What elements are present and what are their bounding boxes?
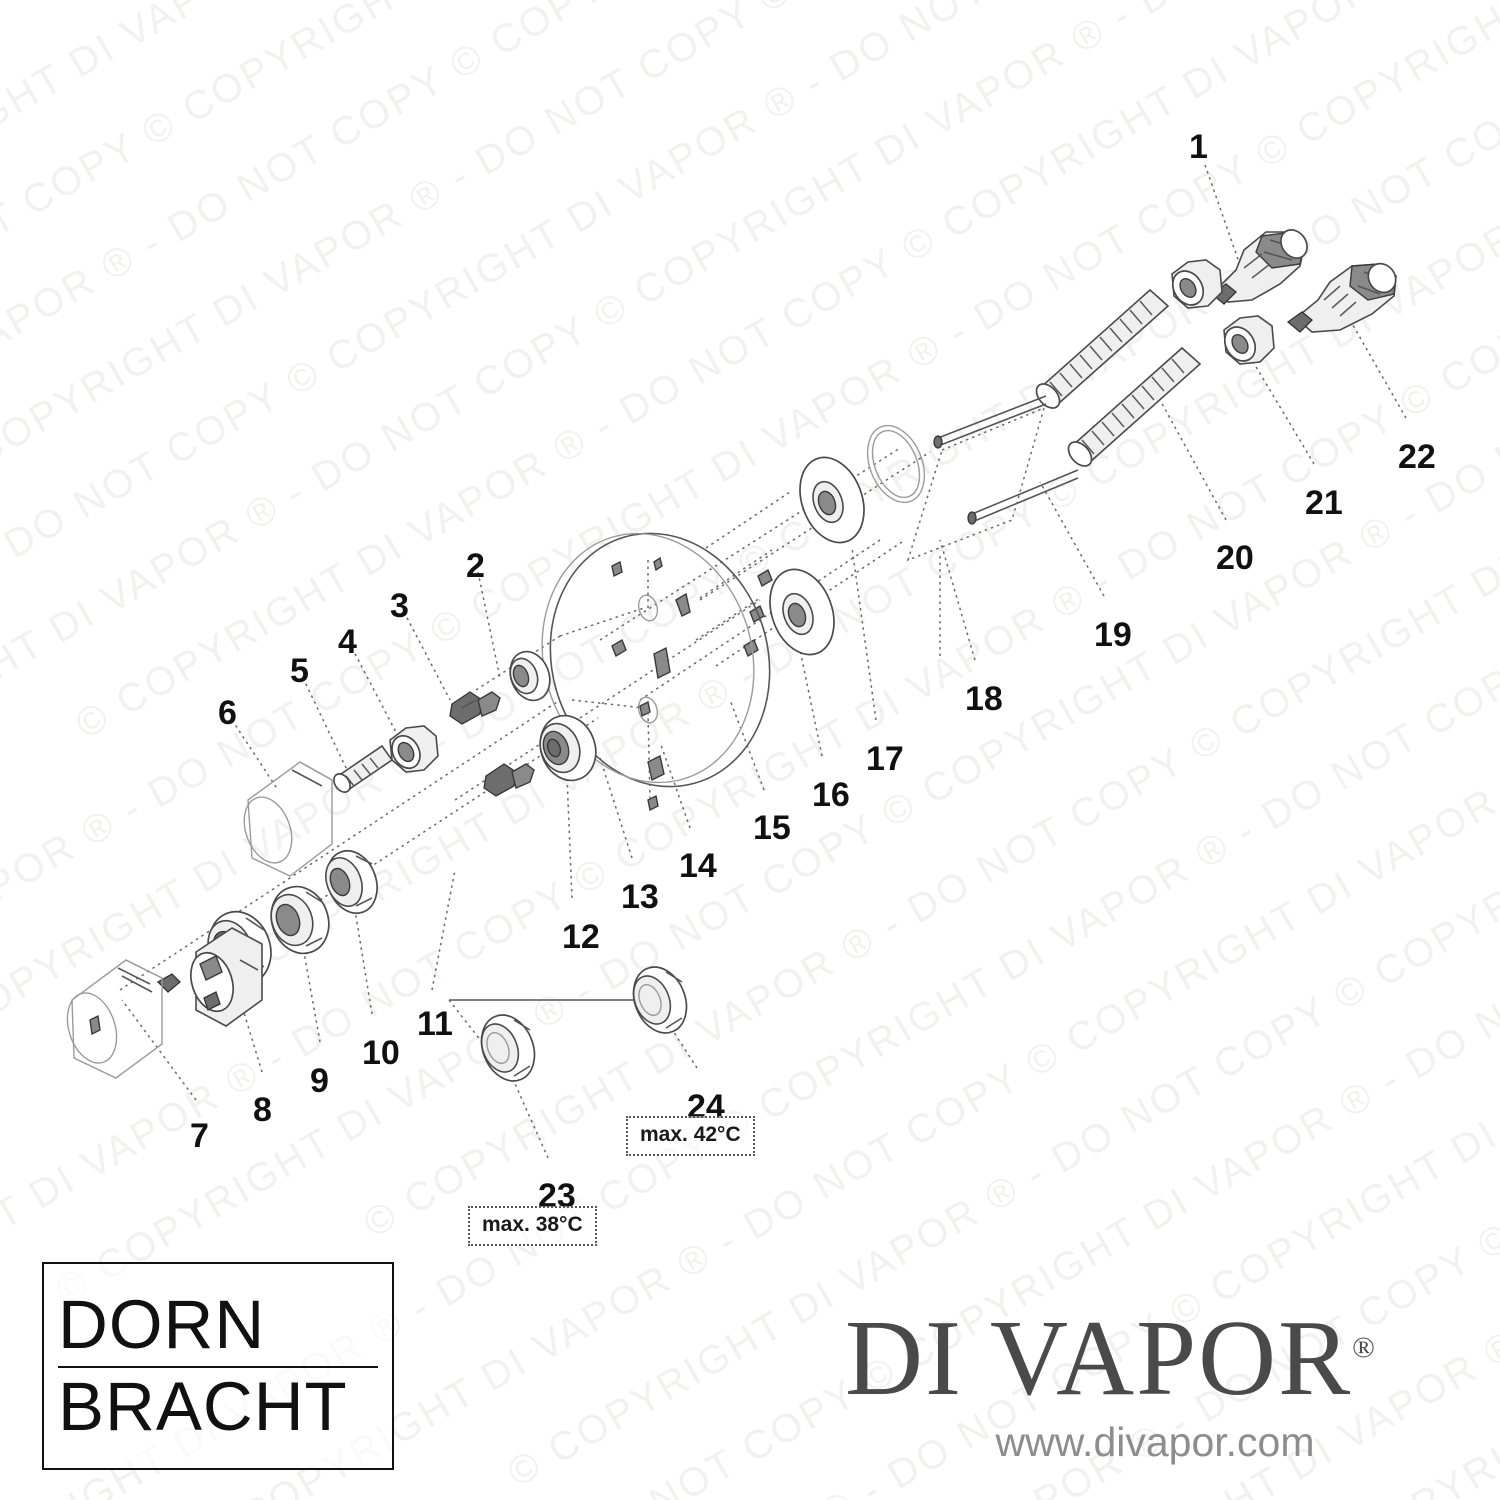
- callout-1: 1: [1189, 128, 1208, 166]
- callout-13: 13: [621, 878, 659, 916]
- callout-4: 4: [338, 623, 357, 661]
- callout-3: 3: [390, 587, 409, 625]
- part-10-stop-ring: [270, 885, 330, 955]
- part-2-3-screws: [449, 691, 535, 797]
- callout-14: 14: [679, 847, 717, 885]
- divapor-website-url: www.divapor.com: [995, 1419, 1315, 1465]
- dornbracht-divider: [58, 1365, 378, 1368]
- part-6-handle-cap: [243, 761, 333, 877]
- part-14-escutcheon-plate: [541, 532, 771, 812]
- part-22-check-valve: [1286, 262, 1397, 333]
- part-7-handle-cylinder: [66, 959, 163, 1079]
- part-5-spring-sleeve: [333, 744, 394, 793]
- part-19-extension-rods: [933, 395, 1079, 525]
- part-20-threaded-sleeve-lower: [1067, 346, 1202, 467]
- part-24-safety-stop-42: [632, 966, 688, 1034]
- part-16-washer-lower: [769, 568, 835, 656]
- callout-10: 10: [362, 1034, 400, 1072]
- part-4-nut: [389, 725, 439, 773]
- part-11-limiter-ring: [325, 849, 378, 915]
- dornbracht-line1: DORN: [58, 1286, 266, 1364]
- part-8-temperature-handle: [156, 927, 263, 1027]
- callout-5: 5: [290, 652, 309, 690]
- leader-lines: [121, 164, 1407, 1159]
- callout-9: 9: [310, 1062, 329, 1100]
- dornbracht-line2: BRACHT: [58, 1367, 348, 1445]
- callout-8: 8: [253, 1091, 272, 1129]
- callout-17: 17: [866, 740, 904, 778]
- callout-15: 15: [753, 809, 791, 847]
- temperature-note-24: max. 42°C: [626, 1116, 755, 1156]
- part-21-cap-nut-upper: [1171, 259, 1223, 309]
- divapor-wordmark: DI VAPOR®: [845, 1305, 1465, 1413]
- callout-2: 2: [466, 547, 485, 585]
- part-23-safety-stop-38: [480, 1014, 536, 1082]
- part-12-bushing: [509, 650, 551, 702]
- part-18-o-ring-group: [866, 406, 1046, 656]
- part-17-washer-upper: [799, 456, 865, 544]
- temperature-note-23: max. 38°C: [468, 1206, 597, 1246]
- dornbracht-logo: DORN BRACHT: [42, 1262, 394, 1470]
- callout-21: 21: [1305, 484, 1343, 522]
- callout-12: 12: [562, 918, 600, 956]
- callout-22: 22: [1398, 438, 1436, 476]
- callout-7: 7: [190, 1117, 209, 1155]
- callout-16: 16: [812, 776, 850, 814]
- callout-18: 18: [965, 680, 1003, 718]
- callout-6: 6: [218, 694, 237, 732]
- callout-11: 11: [417, 1005, 453, 1043]
- registered-trademark-icon: ®: [1352, 1331, 1375, 1364]
- callout-19: 19: [1094, 616, 1132, 654]
- part-15-seals: [695, 491, 791, 658]
- divapor-name: DI VAPOR: [845, 1299, 1353, 1418]
- part-1-thermostatic-cartridge: [1210, 229, 1308, 305]
- callout-20: 20: [1216, 539, 1254, 577]
- assembly-axes: [119, 447, 931, 991]
- divapor-logo: DI VAPOR® www.divapor.com: [845, 1305, 1465, 1485]
- part-20-threaded-sleeve-upper: [1035, 288, 1170, 409]
- part-21-cap-nut: [1223, 315, 1275, 365]
- part-13-flange-nut: [539, 714, 597, 782]
